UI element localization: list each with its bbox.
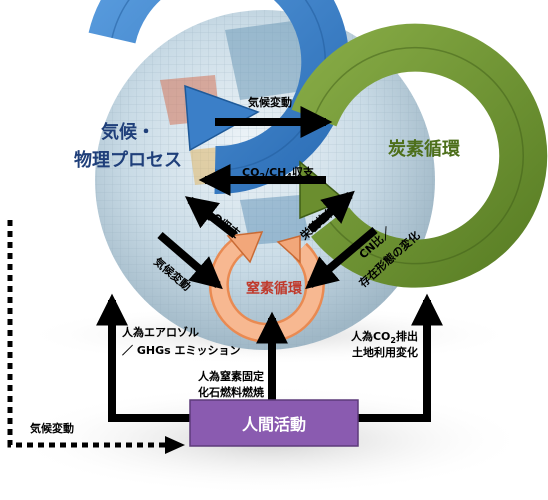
- label-co2-ch4: CO2/CH4収支: [242, 165, 315, 181]
- dotted-feedback-arrowhead: [165, 436, 185, 454]
- nitrogen-cycle-arrowhead-left: [226, 231, 264, 264]
- label-nfix-line1: 人為窒素固定: [198, 369, 264, 383]
- dotted-feedback-line: [7, 220, 165, 448]
- label-land-use: 土地利用変化: [352, 345, 418, 359]
- nitrogen-cycle-arrowhead-right: [276, 235, 301, 264]
- line-human-left: [108, 412, 190, 422]
- label-dotted-climate-change: 気候変動: [30, 421, 74, 435]
- climate-cycle-label-line2: 物理プロセス: [74, 149, 182, 171]
- interaction-arrows: [96, 106, 443, 422]
- arrow-n2o: [184, 196, 238, 239]
- nitrogen-cycle-label: 窒素循環: [246, 280, 303, 297]
- arrow-climate-to-nitrogen: [157, 231, 223, 290]
- human-activity-box: [189, 399, 359, 447]
- arrow-nutrient-limit: [307, 190, 355, 234]
- climate-cycle-label-line1: 気候・: [101, 121, 155, 143]
- human-activity-label: 人間活動: [242, 415, 306, 434]
- arrow-cn-ratio: [305, 226, 378, 290]
- label-nfix-line2: 化石燃料燃焼: [198, 385, 264, 399]
- line-human-right: [358, 412, 431, 422]
- label-climate-change-top: 気候変動: [248, 95, 292, 109]
- label-aerosol-line2: ／ GHGs エミッション: [122, 344, 240, 357]
- label-aerosol-line1: 人為エアロゾル: [122, 325, 199, 339]
- label-co2-emission: 人為CO2排出: [351, 329, 418, 345]
- carbon-cycle-label: 炭素循環: [388, 138, 461, 160]
